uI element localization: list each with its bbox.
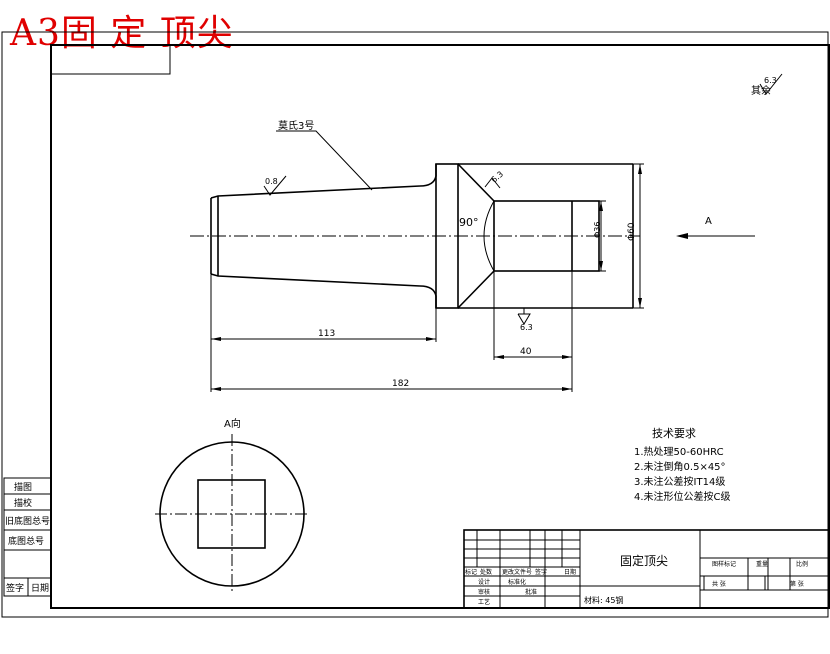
view-arrow-label: A [705,216,712,227]
morse-taper-label: 莫氏3号 [278,120,314,132]
tech-item-4: 4.未注形位公差按C级 [634,490,731,503]
side-block [3,477,52,597]
side-label-3: 底图总号 [8,535,44,547]
tb-label-scale: 比例 [796,560,808,568]
angle-arc [483,200,495,272]
roughness-other [759,73,783,95]
tb-label-check: 审核 [478,588,490,596]
diameter-dims [599,163,644,309]
part-outline [210,163,634,309]
length-dims [210,271,573,392]
roughness-other-value: 6.3 [764,76,777,85]
header-tab [50,44,171,75]
view-arrow-head [676,233,688,239]
tb-label-approve: 批准 [525,588,537,596]
inner-border [50,44,830,609]
side-label-0: 描图 [14,481,32,493]
title-block [463,529,830,609]
tech-item-3: 3.未注公差按IT14级 [634,475,725,488]
side-label-4: 签字 [6,582,24,594]
tech-item-2: 2.未注倒角0.5×45° [634,460,726,473]
morse-taper-leader [276,130,373,191]
tb-label-count: 处数 [480,568,492,576]
dim-head-label: Φ60 [627,222,637,241]
view-a-label: A向 [224,417,241,430]
tb-label-design: 设计 [478,578,490,586]
tb-label-standard: 标准化 [508,578,526,586]
dim-40-label: 40 [520,347,532,357]
tb-label-process: 工艺 [478,598,490,606]
tech-title: 技术要求 [652,427,696,440]
material-label: 材料: 45钢 [584,595,623,605]
tb-label-total: 共 张 [712,580,726,588]
tb-label-sheet: 第 张 [790,580,804,588]
roughness-taper-symbol [263,175,287,196]
dim-182-label: 182 [392,379,409,389]
roughness-bevel-value: 6.3 [490,169,506,184]
tb-label-sign: 签字 [535,568,547,576]
tb-label-date: 日期 [564,568,576,576]
tb-label-marker: 标记 [465,568,477,576]
part-name: 固定顶尖 [620,553,668,568]
dim-bore-label: Φ36 [593,222,602,238]
tech-item-1: 1.热处理50-60HRC [634,445,724,458]
roughness-bore-value: 6.3 [520,323,533,332]
tb-label-weight: 重量 [756,560,768,568]
sheet-title: A3固 定 顶尖 [10,13,234,54]
dim-arrows [211,164,642,391]
roughness-other-label: 其余 [751,84,771,97]
side-label-2: 旧底图总号 [5,515,50,527]
angle-90-label: 90° [459,216,479,229]
side-label-5: 日期 [31,583,49,594]
dim-113-label: 113 [318,329,335,339]
tb-label-drawing-mark: 图样标记 [712,560,736,568]
side-label-1: 描校 [14,497,32,509]
roughness-taper-value: 0.8 [265,177,278,186]
tb-label-change: 更改文件号 [502,568,532,576]
roughness-bevel-symbol [484,177,501,189]
